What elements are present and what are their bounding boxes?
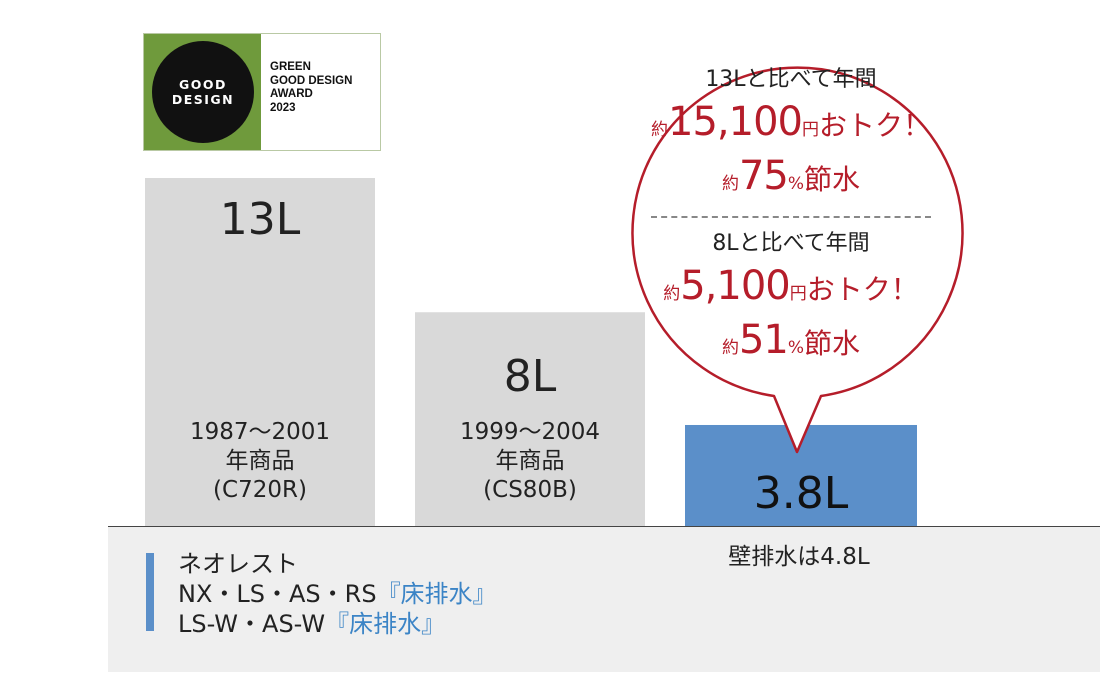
award-line-2: GOOD DESIGN <box>270 74 353 87</box>
models-1-text: NX・LS・AS・RS <box>178 580 377 608</box>
bar-caption-1-label: 年商品 <box>225 448 295 474</box>
bar-2 <box>415 312 645 527</box>
award-line-1: GREEN <box>270 61 311 73</box>
percent-1-prefix: 約 <box>721 174 739 194</box>
savings-2-unit: 円 <box>789 284 807 304</box>
bar-1 <box>145 178 375 527</box>
green-good-design-award-badge: GOOD DESIGN GREEN GOOD DESIGN AWARD 2023 <box>143 33 381 151</box>
percent-1-value: 75 <box>738 153 789 199</box>
product-info-panel: ネオレスト NX・LS・AS・RS『床排水』 LS-W・AS-W『床排水』 <box>108 527 1100 672</box>
callout-savings-2: 約5,100円おトク！ <box>618 258 964 322</box>
savings-2-prefix: 約 <box>663 284 681 304</box>
award-title: GREEN GOOD DESIGN AWARD 2023 <box>270 61 352 115</box>
bar-caption-1: 1987〜2001 年商品 (C720R) <box>145 418 375 505</box>
bar-value-label-1: 13L <box>219 194 301 245</box>
savings-2-value: 5,100 <box>680 263 791 309</box>
percent-2-value: 51 <box>738 317 789 363</box>
callout-percent-1: 約75%節水 <box>618 148 964 212</box>
savings-callout: 13Lと比べて年間 約15,100円おトク！ 約75%節水 8Lと比べて年間 約… <box>618 66 964 376</box>
bar-value-label-3: 3.8L <box>753 468 849 519</box>
bar-caption-2: 1999〜2004 年商品 (CS80B) <box>415 418 645 505</box>
savings-1-prefix: 約 <box>651 120 668 140</box>
savings-1-suffix: おトク！ <box>818 109 931 142</box>
callout-heading-1: 13Lと比べて年間 <box>705 67 877 92</box>
bar-value-label-2: 8L <box>503 351 557 402</box>
callout-divider <box>651 216 931 218</box>
savings-1-value: 15,100 <box>668 99 803 145</box>
models-2-text: LS-W・AS-W <box>178 610 326 638</box>
logo-line-2: DESIGN <box>171 92 235 107</box>
floor-drain-tag-2: 『床排水』 <box>325 610 446 638</box>
bar-caption-2-years: 1999〜2004 <box>459 419 601 445</box>
bar-caption-1-model: (C720R) <box>213 477 307 503</box>
bar-caption-1-years: 1987〜2001 <box>189 419 331 445</box>
bar-caption-2-label: 年商品 <box>495 448 565 474</box>
callout-heading-2: 8Lと比べて年間 <box>712 231 870 256</box>
bar-caption-2-model: (CS80B) <box>483 477 577 503</box>
product-series-name: ネオレスト <box>178 550 298 578</box>
wall-drain-note: 壁排水は4.8L <box>728 544 870 570</box>
award-line-4: 2023 <box>270 101 296 114</box>
percent-2-prefix: 約 <box>721 338 739 358</box>
savings-2-suffix: おトク！ <box>806 273 919 306</box>
percent-1-suffix: 節水 <box>804 163 861 196</box>
award-line-3: AWARD <box>270 88 313 100</box>
percent-1-unit: % <box>787 174 805 194</box>
callout-savings-1: 約15,100円おトク！ <box>618 94 964 158</box>
percent-2-suffix: 節水 <box>804 327 861 360</box>
product-lines: ネオレスト NX・LS・AS・RS『床排水』 LS-W・AS-W『床排水』 <box>178 549 497 639</box>
percent-2-unit: % <box>787 338 805 358</box>
callout-bubble-outline <box>631 66 964 454</box>
good-design-logo: GOOD DESIGN <box>152 41 254 143</box>
blue-marker <box>146 553 154 631</box>
award-green-block: GOOD DESIGN <box>144 34 261 150</box>
callout-percent-2: 約51%節水 <box>618 312 964 376</box>
logo-line-1: GOOD <box>179 77 227 92</box>
savings-1-unit: 円 <box>801 120 819 140</box>
product-models-2: LS-W・AS-W『床排水』 <box>178 609 497 639</box>
floor-drain-tag-1: 『床排水』 <box>376 580 497 608</box>
product-models-1: NX・LS・AS・RS『床排水』 <box>178 579 497 609</box>
